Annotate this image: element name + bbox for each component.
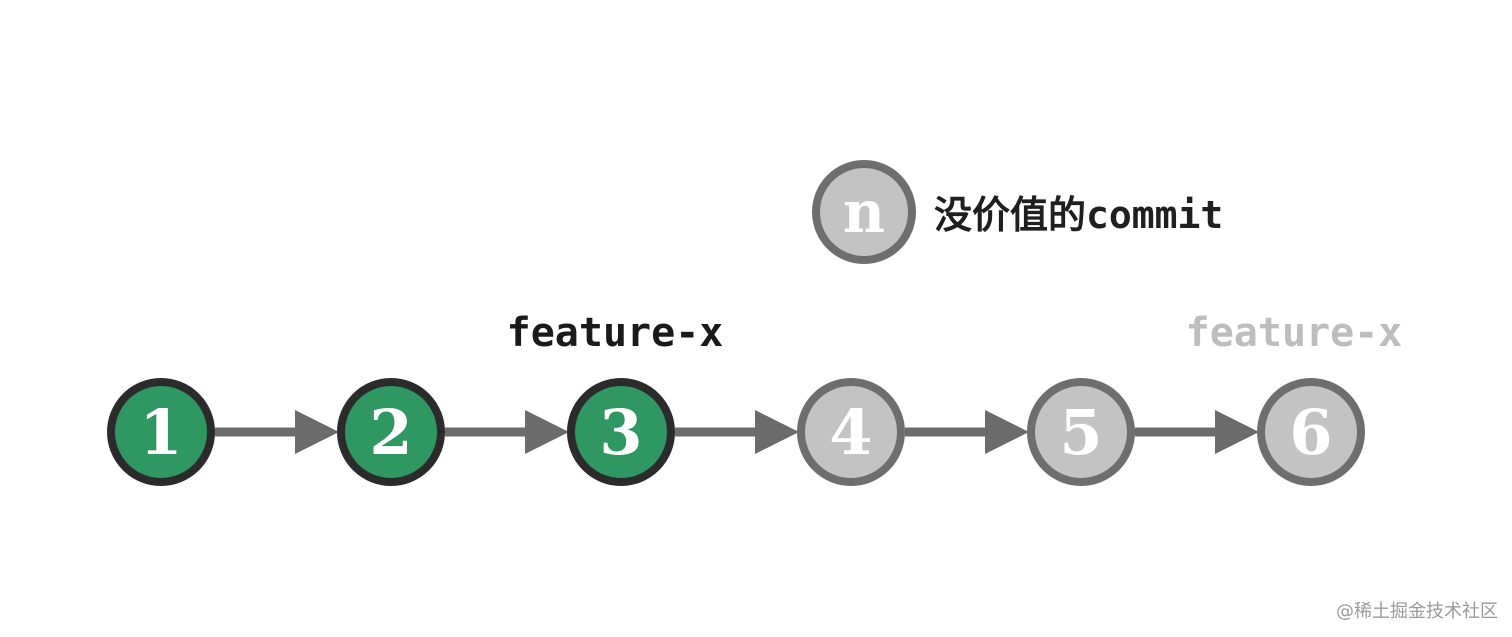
commit-label-1: 1 [139, 396, 182, 469]
legend-label-cjk: 没价值的 [934, 193, 1086, 237]
watermark: @稀土掘金技术社区 [1336, 601, 1498, 622]
commit-circle-2 [337, 378, 445, 486]
commit-label-4: 4 [829, 396, 872, 469]
commit-circle-5 [1027, 378, 1135, 486]
legend-label: 没价值的commit [934, 193, 1223, 237]
commit-node-1: 1 [107, 378, 215, 486]
legend-label-latin: commit [1086, 193, 1223, 237]
commit-arrows [215, 410, 1259, 454]
arrow-head-4-5 [985, 410, 1029, 454]
legend-commit-symbol: n [843, 178, 885, 246]
commit-node-6: 6 [1257, 378, 1365, 486]
commit-circle-3 [567, 378, 675, 486]
branch-label-faded: feature-x [1186, 310, 1403, 356]
commit-circle-6 [1257, 378, 1365, 486]
commit-node-2: 2 [337, 378, 445, 486]
commit-label-6: 6 [1289, 396, 1332, 469]
commit-circle-4 [797, 378, 905, 486]
commit-node-4: 4 [797, 378, 905, 486]
commit-node-3: 3 [567, 378, 675, 486]
commit-nodes: 1 2 3 4 5 6 [107, 378, 1365, 486]
commit-node-5: 5 [1027, 378, 1135, 486]
commit-label-2: 2 [369, 396, 412, 469]
commit-circle-1 [107, 378, 215, 486]
arrow-head-5-6 [1215, 410, 1259, 454]
legend-commit-circle [812, 160, 916, 264]
commit-label-3: 3 [599, 396, 642, 469]
legend: n 没价值的commit [812, 160, 1223, 264]
arrow-head-1-2 [295, 410, 339, 454]
arrow-head-2-3 [525, 410, 569, 454]
arrow-head-3-4 [755, 410, 799, 454]
commit-label-5: 5 [1059, 396, 1102, 469]
branch-label-current: feature-x [507, 310, 724, 356]
